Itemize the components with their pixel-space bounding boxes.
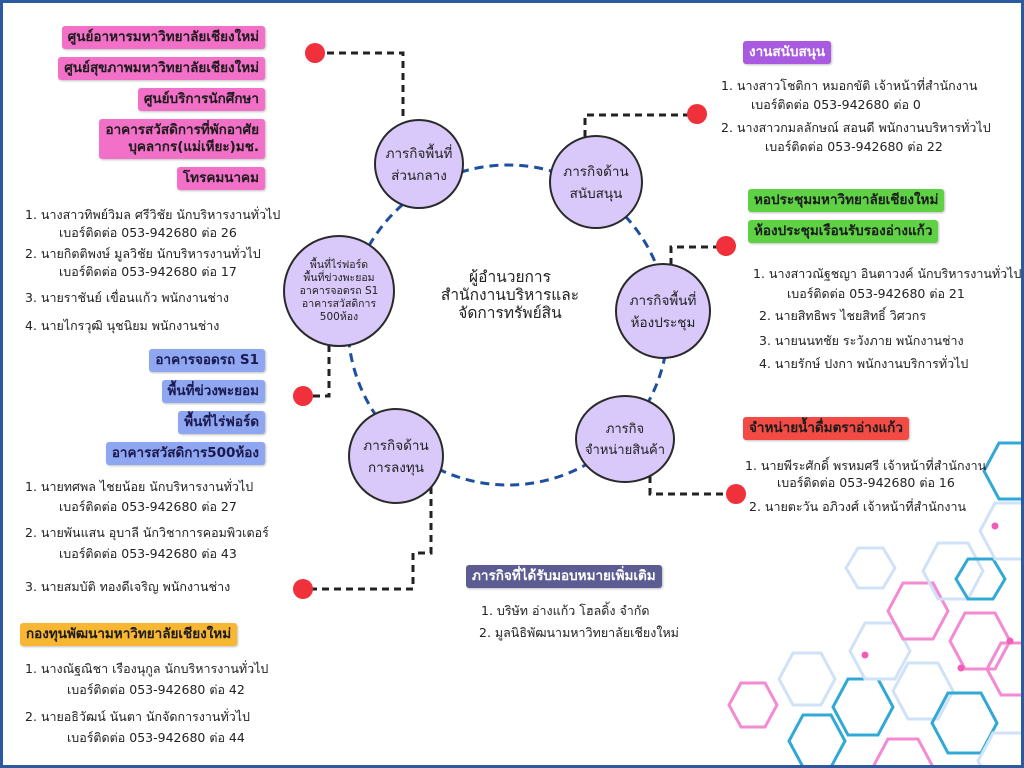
node-area: พื้นที่ไร่ฟอร์ด พื้นที่ข่วงพะยอม อาคารจอ… — [283, 235, 395, 347]
area-staff-2: 2. นายพันแสน อุบาลี นักวิชาการคอมพิวเตอร… — [25, 525, 269, 540]
central-staff-1: 1. นางสาวทิพย์วิมล ศรีวิชัย นักบริหารงาน… — [25, 207, 281, 222]
extra-item-2: 2. มูลนิธิพัฒนามหาวิทยาลัยเชียงใหม่ — [479, 625, 679, 640]
central-staff-3: 3. นายราชันย์ เขื่อนแก้ว พนักงานช่าง — [25, 290, 229, 305]
fund-staff-2-phone: เบอร์ติดต่อ 053-942680 ต่อ 44 — [67, 730, 245, 745]
sales-staff-1: 1. นายพีระศักดิ์ พรหมศรี เจ้าหน้าที่สำนั… — [745, 458, 987, 473]
support-staff-2-phone: เบอร์ติดต่อ 053-942680 ต่อ 22 — [765, 139, 943, 154]
dot-decoration — [861, 522, 1014, 672]
connector-dot-meeting — [716, 236, 736, 256]
label-parking-s1: อาคารจอดรถ S1 — [149, 349, 265, 372]
label-extra-missions: ภารกิจที่ได้รับมอบหมายเพิ่มเติม — [466, 565, 662, 588]
label-health-center: ศูนย์สุขภาพมหาวิทยาลัยเชียงใหม่ — [58, 57, 265, 80]
central-staff-2: 2. นายกิตติพงษ์ มูลวิชัย นักบริหารงานทั่… — [25, 246, 261, 261]
support-staff-2: 2. นางสาวกมลลักษณ์ สอนดี พนักงานบริหารทั… — [721, 120, 991, 135]
connector-central — [315, 51, 405, 121]
node-invest-label: ภารกิจด้าน การลงทุน — [363, 438, 429, 476]
extra-item-1: 1. บริษัท อ่างแก้ว โฮลดิ้ง จำกัด — [481, 603, 650, 618]
central-staff-1-phone: เบอร์ติดต่อ 053-942680 ต่อ 26 — [59, 225, 237, 240]
fund-staff-1-phone: เบอร์ติดต่อ 053-942680 ต่อ 42 — [67, 682, 245, 697]
support-staff-1: 1. นางสาวโชติกา หมอกขัติ เจ้าหน้าที่สำนั… — [721, 78, 978, 93]
label-khuang-phayom: พื้นที่ข่วงพะยอม — [161, 380, 265, 403]
connector-dot-area — [293, 386, 313, 406]
sales-staff-1-phone: เบอร์ติดต่อ 053-942680 ต่อ 16 — [777, 475, 955, 490]
label-fund: กองทุนพัฒนามหาวิทยาลัยเชียงใหม่ — [20, 623, 238, 646]
connector-layer — [303, 51, 1021, 765]
connector-dot-central — [305, 43, 325, 63]
label-rai-ford: พื้นที่ไร่ฟอร์ด — [178, 411, 265, 434]
label-auditorium: หอประชุมมหาวิทยาลัยเชียงใหม่ — [748, 189, 945, 212]
center-title: ผู้อำนวยการ สำนักงานบริหารและ จัดการทรัพ… — [440, 268, 580, 322]
label-food-center: ศูนย์อาหารมหาวิทยาลัยเชียงใหม่ — [61, 26, 265, 49]
node-sales-label: ภารกิจ จำหน่ายสินค้า — [584, 422, 666, 458]
connector-dot-sales — [726, 484, 746, 504]
node-meeting: ภารกิจพื้นที่ ห้องประชุม — [615, 263, 711, 359]
label-student-service: ศูนย์บริการนักศึกษา — [137, 88, 265, 111]
label-support: งานสนับสนุน — [743, 41, 832, 64]
meeting-staff-1: 1. นางสาวณัฐชญา อินตาวงค์ นักบริหารงานทั… — [753, 266, 1022, 281]
label-staff-housing: อาคารสวัสดิการที่พักอาศัย บุคลากร(แม่เหี… — [99, 119, 265, 159]
fund-staff-1: 1. นางณัฐณิชา เรืองนุกูล นักบริหารงานทั่… — [25, 661, 269, 676]
area-staff-2-phone: เบอร์ติดต่อ 053-942680 ต่อ 43 — [59, 546, 237, 561]
node-central: ภารกิจพื้นที่ ส่วนกลาง — [374, 119, 464, 209]
label-angkaew-meeting-room: ห้องประชุมเรือนรับรองอ่างแก้ว — [748, 220, 939, 243]
node-sales: ภารกิจ จำหน่ายสินค้า — [575, 395, 675, 483]
central-staff-2-phone: เบอร์ติดต่อ 053-942680 ต่อ 17 — [59, 264, 237, 279]
meeting-staff-2: 2. นายสิทธิพร ไชยสิทธิ์ วิศวกร — [759, 308, 927, 323]
hexagon-decoration — [727, 441, 1021, 765]
connector-dot-support — [687, 104, 707, 124]
node-support: ภารกิจด้าน สนับสนุน — [549, 135, 643, 229]
area-staff-1: 1. นายทศพล ไชยน้อย นักบริหารงานทั่วไป — [25, 479, 254, 494]
meeting-staff-3: 3. นายนนทชัย ระวังภาย พนักงานช่าง — [759, 333, 964, 348]
node-meeting-label: ภารกิจพื้นที่ ห้องประชุม — [629, 293, 697, 331]
meeting-staff-1-phone: เบอร์ติดต่อ 053-942680 ต่อ 21 — [787, 286, 965, 301]
node-invest: ภารกิจด้าน การลงทุน — [348, 408, 444, 504]
node-central-label: ภารกิจพื้นที่ ส่วนกลาง — [385, 146, 453, 184]
connector-invest — [303, 487, 433, 591]
connector-dot-invest — [293, 579, 313, 599]
meeting-staff-4: 4. นายรักษ์ ปงกา พนักงานบริการทั่วไป — [759, 356, 969, 371]
connector-sales — [648, 476, 735, 496]
sales-staff-2: 2. นายตะวัน อภิวงศ์ เจ้าหน้าที่สำนักงาน — [749, 499, 967, 514]
connector-support — [583, 113, 696, 137]
fund-staff-2: 2. นายอธิวัฒน์ นันตา นักจัดการงานทั่วไป — [25, 709, 250, 724]
label-telecom: โทรคมนาคม — [176, 167, 265, 190]
node-area-label: พื้นที่ไร่ฟอร์ด พื้นที่ข่วงพะยอม อาคารจอ… — [299, 258, 379, 323]
label-welfare-500: อาคารสวัสดิการ500ห้อง — [105, 442, 265, 465]
central-staff-4: 4. นายไกรวุฒิ นุชนิยม พนักงานช่าง — [25, 318, 220, 333]
area-staff-1-phone: เบอร์ติดต่อ 053-942680 ต่อ 27 — [59, 499, 237, 514]
label-water-sales: จำหน่ายน้ำดื่มตราอ่างแก้ว — [743, 417, 909, 440]
support-staff-1-phone: เบอร์ติดต่อ 053-942680 ต่อ 0 — [751, 97, 921, 112]
area-staff-3: 3. นายสมบัติ ทองดีเจริญ พนักงานช่าง — [25, 579, 231, 594]
node-support-label: ภารกิจด้าน สนับสนุน — [563, 164, 629, 202]
